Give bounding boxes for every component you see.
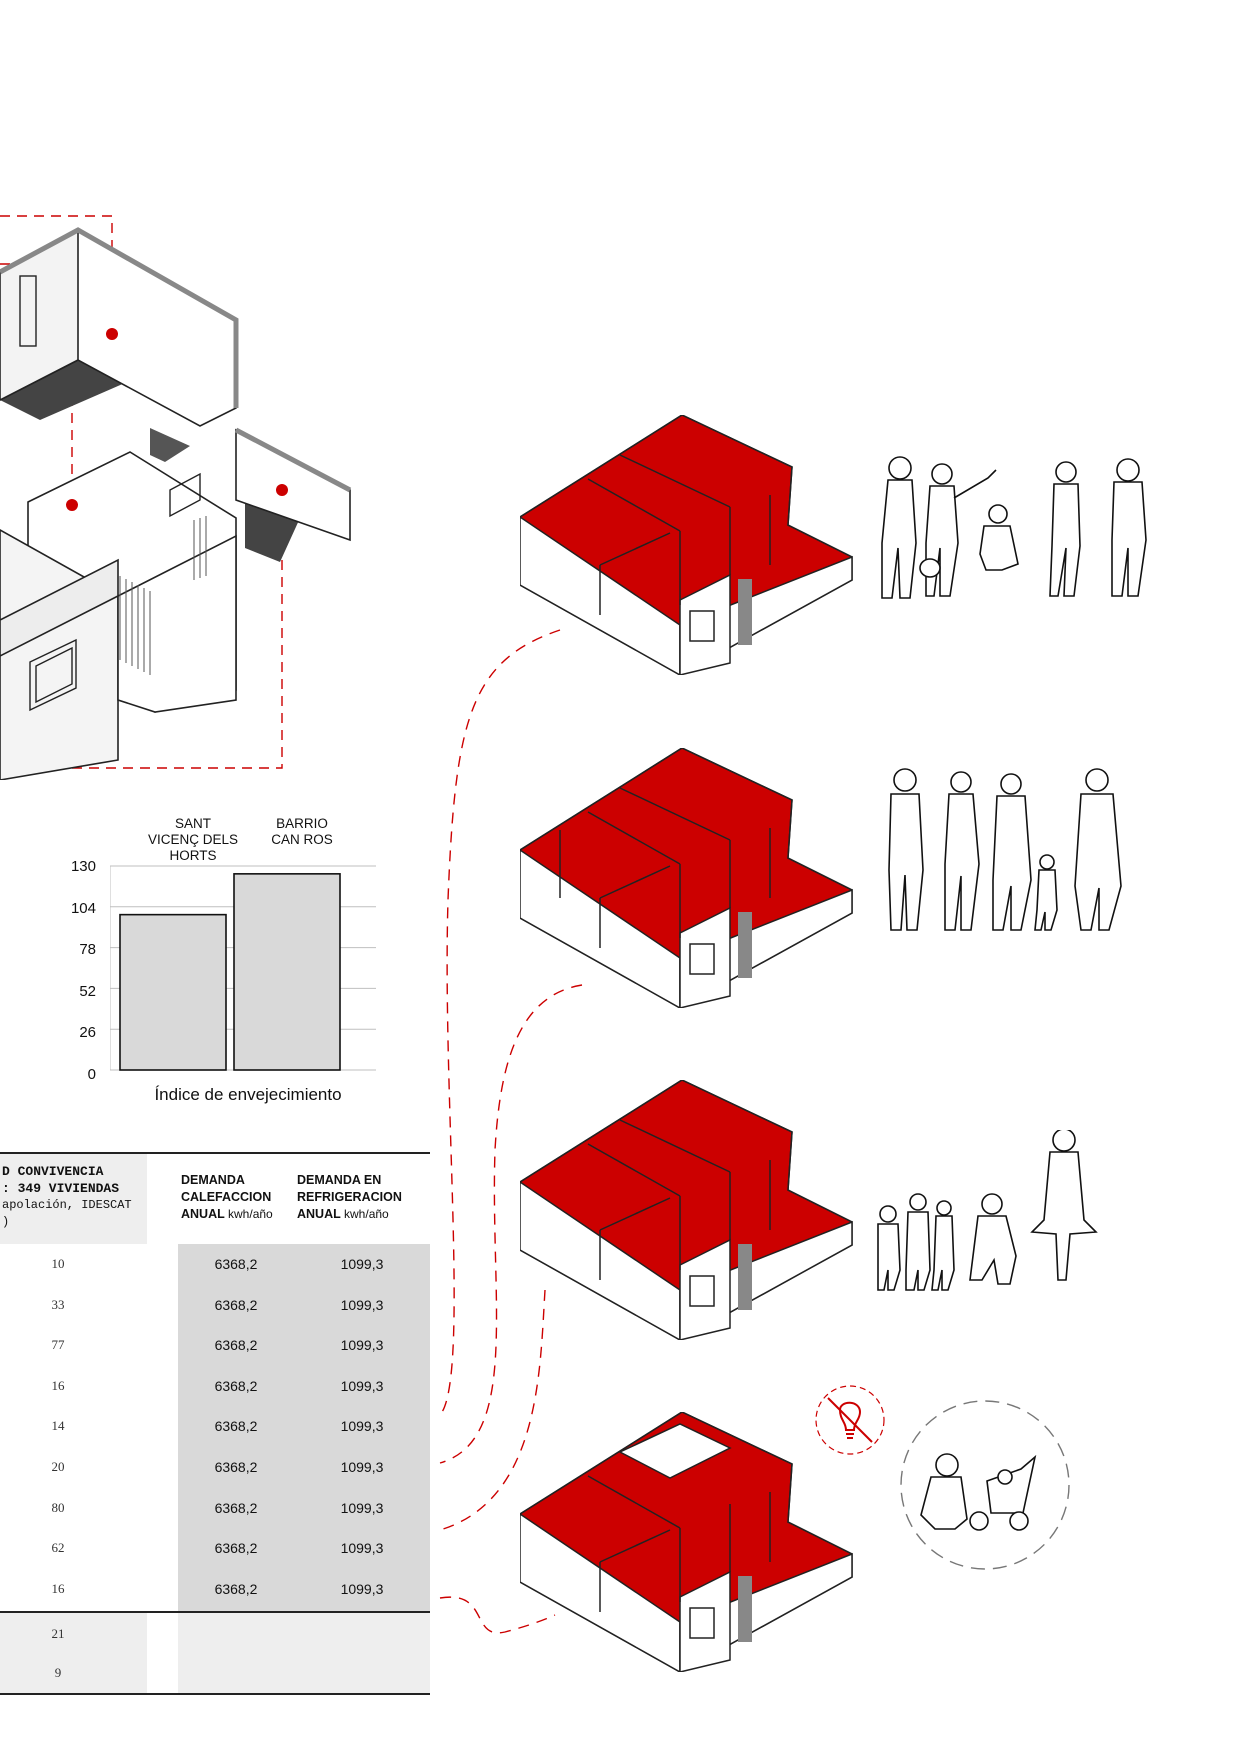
y-tick-label: 0 <box>87 1066 96 1083</box>
cooling-demand-value: 1099,3 <box>340 1337 384 1353</box>
people-group-icon <box>888 768 1122 931</box>
heating-demand-value: 6368,2 <box>214 1418 258 1434</box>
heating-demand-value: 6368,2 <box>214 1297 258 1313</box>
extra-rows-bg <box>178 1613 430 1693</box>
cooling-demand-header: DEMANDA EN REFRIGERACION ANUAL kwh/año <box>297 1173 402 1221</box>
no-lightbulb-icon <box>815 1385 885 1455</box>
heating-demand-value: 6368,2 <box>214 1581 258 1597</box>
cooling-demand-value: 1099,3 <box>340 1540 384 1556</box>
heating-demand-value: 6368,2 <box>214 1500 258 1516</box>
category-label-sant-vicenc: SANT VICENÇ DELS HORTS <box>147 816 239 863</box>
extra-rows-bg <box>0 1613 147 1693</box>
table-mid-rule <box>0 1611 430 1613</box>
category-label-can-ros: BARRIO CAN ROS <box>271 816 333 847</box>
cooling-demand-value: 1099,3 <box>340 1459 384 1475</box>
heating-demand-value: 6368,2 <box>214 1459 258 1475</box>
dwelling-count: 16 <box>51 1378 65 1393</box>
y-tick-label: 26 <box>79 1024 96 1041</box>
dwelling-count: 80 <box>51 1500 65 1515</box>
x-axis-label: Índice de envejecimiento <box>154 1085 342 1104</box>
y-tick-label: 104 <box>70 900 96 917</box>
chart-plot-area <box>110 865 376 1071</box>
cooling-demand-value: 1099,3 <box>340 1418 384 1434</box>
table-bottom-rule <box>0 1693 430 1695</box>
y-tick-label: 52 <box>79 983 96 1000</box>
apartment-variant-1 <box>520 415 860 675</box>
apartment-variant-3 <box>520 1080 860 1340</box>
heating-demand-value: 6368,2 <box>214 1540 258 1556</box>
dwelling-count: 62 <box>51 1540 65 1555</box>
dwelling-count: 21 <box>51 1626 65 1641</box>
demand-column-band <box>178 1244 430 1611</box>
people-group-icon <box>900 1400 1070 1570</box>
heating-demand-header: DEMANDA CALEFACCION ANUAL kwh/año <box>181 1173 273 1221</box>
table-left-header: D CONVIVENCIA : 349 VIVIENDAS apolación,… <box>2 1164 132 1229</box>
y-tick-label: 78 <box>79 941 96 958</box>
heating-demand-value: 6368,2 <box>214 1378 258 1394</box>
people-group-icon <box>881 456 1147 599</box>
bar-can-ros <box>233 873 341 1071</box>
apartment-variant-4 <box>520 1412 860 1672</box>
cooling-demand-value: 1099,3 <box>340 1297 384 1313</box>
dwelling-count: 77 <box>51 1337 65 1352</box>
heating-demand-value: 6368,2 <box>214 1337 258 1353</box>
dwelling-count: 20 <box>51 1459 65 1474</box>
dwelling-count: 9 <box>54 1665 62 1680</box>
table-top-rule <box>0 1152 430 1154</box>
dwelling-count: 33 <box>51 1297 65 1312</box>
cooling-demand-value: 1099,3 <box>340 1256 384 1272</box>
apartment-variant-2 <box>520 748 860 1008</box>
bar-sant-vicenc <box>119 913 227 1071</box>
count-header-bg <box>0 1154 147 1244</box>
count-column-band <box>0 1244 147 1611</box>
y-tick-label: 130 <box>70 858 96 875</box>
demand-header-bg <box>178 1154 430 1244</box>
cooling-demand-value: 1099,3 <box>340 1378 384 1394</box>
dwelling-count: 16 <box>51 1581 65 1596</box>
cooling-demand-value: 1099,3 <box>340 1500 384 1516</box>
large-axonometric-drawing <box>0 215 352 780</box>
people-group-icon <box>877 1130 1098 1291</box>
heating-demand-value: 6368,2 <box>214 1256 258 1272</box>
cooling-demand-value: 1099,3 <box>340 1581 384 1597</box>
dwelling-count: 14 <box>51 1418 65 1433</box>
dwelling-count: 10 <box>51 1256 65 1271</box>
